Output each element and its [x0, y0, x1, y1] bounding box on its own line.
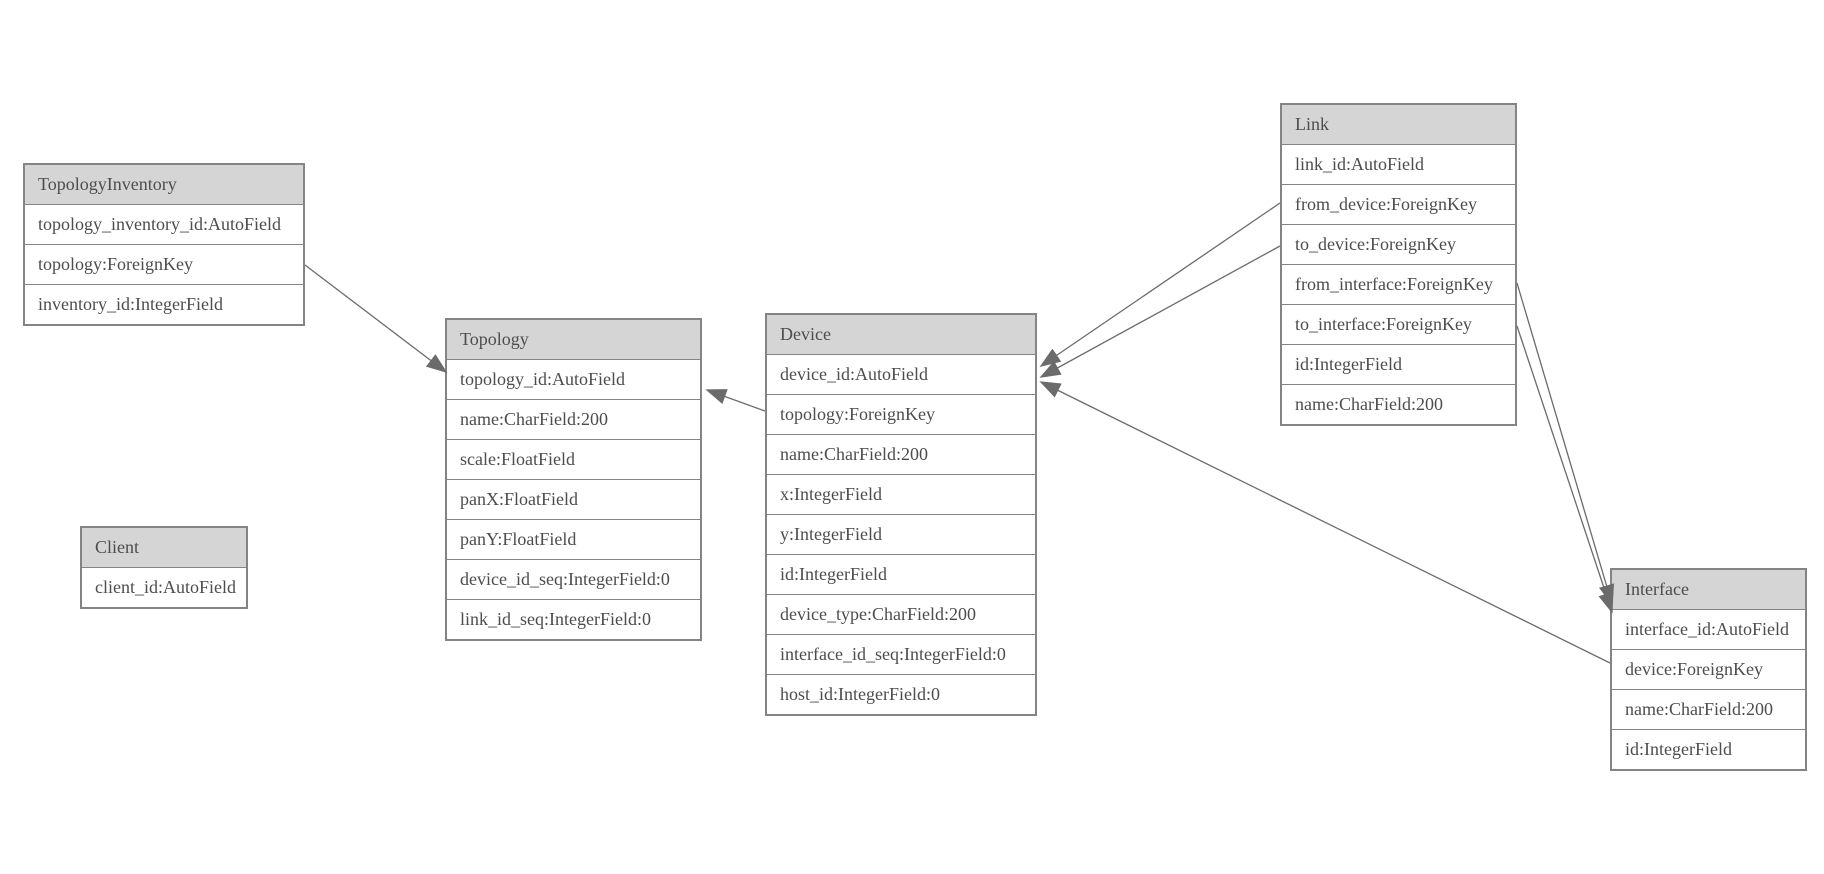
- table-row: client_id:AutoField: [82, 568, 246, 607]
- entity-table-topology: Topology topology_id:AutoField name:Char…: [445, 318, 702, 641]
- table-header: Interface: [1612, 570, 1805, 610]
- table-row: name:CharField:200: [1612, 690, 1805, 730]
- table-header: Link: [1282, 105, 1515, 145]
- table-row: link_id:AutoField: [1282, 145, 1515, 185]
- table-row: panY:FloatField: [447, 520, 700, 560]
- edge-link-todevice-device: [1039, 245, 1281, 378]
- edge-device-topology: [705, 389, 766, 412]
- edge-link-tointerface-interface: [1516, 325, 1614, 614]
- table-row: device_id_seq:IntegerField:0: [447, 560, 700, 600]
- table-row: id:IntegerField: [767, 555, 1035, 595]
- table-row: id:IntegerField: [1282, 345, 1515, 385]
- table-row: topology:ForeignKey: [767, 395, 1035, 435]
- table-row: id:IntegerField: [1612, 730, 1805, 769]
- table-row: link_id_seq:IntegerField:0: [447, 600, 700, 639]
- table-row: panX:FloatField: [447, 480, 700, 520]
- table-row: y:IntegerField: [767, 515, 1035, 555]
- entity-table-link: Link link_id:AutoField from_device:Forei…: [1280, 103, 1517, 426]
- table-row: device_id:AutoField: [767, 355, 1035, 395]
- table-header: Device: [767, 315, 1035, 355]
- table-row: name:CharField:200: [1282, 385, 1515, 424]
- table-header: Topology: [447, 320, 700, 360]
- table-row: inventory_id:IntegerField: [25, 285, 303, 324]
- entity-table-topologyinventory: TopologyInventory topology_inventory_id:…: [23, 163, 305, 326]
- edge-link-frominterface-interface: [1516, 282, 1615, 606]
- table-row: from_interface:ForeignKey: [1282, 265, 1515, 305]
- table-row: name:CharField:200: [447, 400, 700, 440]
- table-row: from_device:ForeignKey: [1282, 185, 1515, 225]
- table-row: x:IntegerField: [767, 475, 1035, 515]
- table-row: interface_id:AutoField: [1612, 610, 1805, 650]
- edge-link-fromdevice-device: [1039, 202, 1281, 367]
- table-row: scale:FloatField: [447, 440, 700, 480]
- entity-table-interface: Interface interface_id:AutoField device:…: [1610, 568, 1807, 771]
- table-row: host_id:IntegerField:0: [767, 675, 1035, 714]
- table-row: device:ForeignKey: [1612, 650, 1805, 690]
- table-row: topology_inventory_id:AutoField: [25, 205, 303, 245]
- table-row: name:CharField:200: [767, 435, 1035, 475]
- table-header: Client: [82, 528, 246, 568]
- table-row: topology_id:AutoField: [447, 360, 700, 400]
- table-row: topology:ForeignKey: [25, 245, 303, 285]
- table-row: device_type:CharField:200: [767, 595, 1035, 635]
- edge-topologyinventory-topology: [304, 264, 448, 374]
- table-header: TopologyInventory: [25, 165, 303, 205]
- table-row: interface_id_seq:IntegerField:0: [767, 635, 1035, 675]
- entity-table-client: Client client_id:AutoField: [80, 526, 248, 609]
- entity-table-device: Device device_id:AutoField topology:Fore…: [765, 313, 1037, 716]
- table-row: to_device:ForeignKey: [1282, 225, 1515, 265]
- table-row: to_interface:ForeignKey: [1282, 305, 1515, 345]
